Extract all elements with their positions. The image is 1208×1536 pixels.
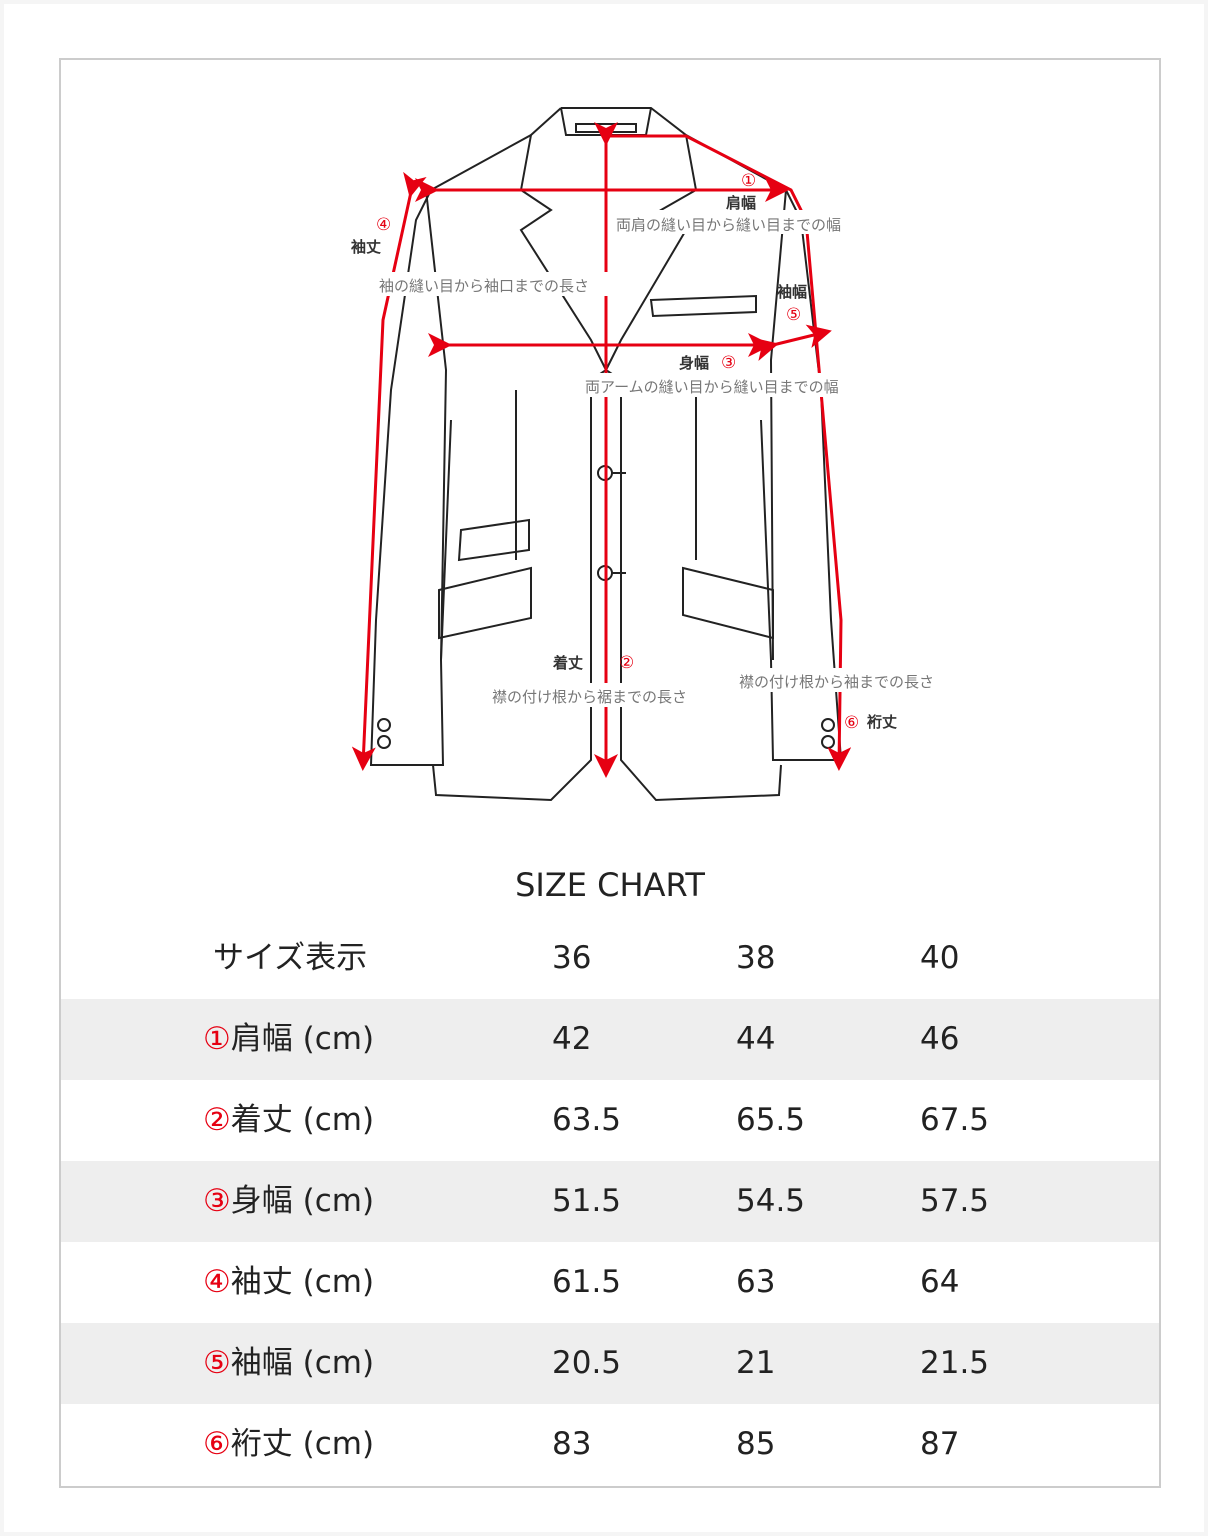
label-m4-name: 袖丈: [351, 238, 381, 256]
table-row: ④袖丈 (cm) 61.5 63 64: [61, 1242, 1159, 1323]
cell-value: 57.5: [920, 1183, 990, 1219]
label-m2-desc: 襟の付け根から裾までの長さ: [492, 688, 687, 706]
measurement-labels: ① 肩幅 両肩の縫い目から縫い目までの幅 ② 着丈 襟の付け根から裾までの長さ …: [351, 171, 961, 733]
cell-value: 67.5: [920, 1102, 990, 1138]
label-m4-num: ④: [376, 215, 391, 235]
label-m5-name: 袖幅: [777, 283, 807, 301]
arrow-sleeve-length: [351, 171, 427, 771]
label-m1-num: ①: [741, 171, 756, 191]
row-label: ⑥裄丈 (cm): [203, 1404, 374, 1485]
header-label: サイズ表示: [213, 940, 368, 976]
row-number: ⑥: [203, 1426, 231, 1462]
row-label-text: 袖幅 (cm): [230, 1345, 375, 1381]
cell-value: 44: [736, 1021, 776, 1057]
label-m1-desc: 両肩の縫い目から縫い目までの幅: [616, 216, 841, 234]
table-row: ②着丈 (cm) 63.5 65.5 67.5: [61, 1080, 1159, 1161]
row-number: ⑤: [203, 1345, 231, 1381]
cell-value: 64: [920, 1264, 960, 1300]
cell-value: 85: [736, 1426, 776, 1462]
row-label: ④袖丈 (cm): [203, 1242, 374, 1323]
label-m3-desc: 両アームの縫い目から縫い目までの幅: [585, 378, 839, 396]
cell-value: 63.5: [552, 1102, 622, 1138]
label-m6-desc: 襟の付け根から袖までの長さ: [739, 673, 934, 691]
cell-value: 46: [920, 1021, 960, 1057]
cell-value: 61.5: [552, 1264, 622, 1300]
label-m6-num: ⑥: [844, 713, 859, 733]
cell-value: 83: [552, 1426, 592, 1462]
cell-value: 21.5: [920, 1345, 990, 1381]
row-label-text: 着丈 (cm): [230, 1102, 375, 1138]
row-label: ⑤袖幅 (cm): [203, 1323, 374, 1404]
cell-value: 51.5: [552, 1183, 622, 1219]
label-m1-name: 肩幅: [726, 194, 756, 212]
cell-value: 87: [920, 1426, 960, 1462]
row-label: ①肩幅 (cm): [203, 999, 374, 1080]
row-number: ④: [203, 1264, 231, 1300]
row-number: ③: [203, 1183, 231, 1219]
cell-value: 54.5: [736, 1183, 806, 1219]
cell-value: 65.5: [736, 1102, 806, 1138]
label-m2-name: 着丈: [552, 654, 583, 672]
measurement-arrows: [351, 122, 852, 778]
label-m6-name: 裄丈: [866, 713, 897, 731]
table-row: ⑥裄丈 (cm) 83 85 87: [61, 1404, 1159, 1485]
label-m3-name: 身幅: [679, 354, 709, 372]
row-label: ③身幅 (cm): [203, 1161, 374, 1242]
row-label-text: 袖丈 (cm): [230, 1264, 375, 1300]
cell-value: 42: [552, 1021, 592, 1057]
row-label-text: 裄丈 (cm): [230, 1426, 375, 1462]
cell-value: 20.5: [552, 1345, 622, 1381]
header-size: 38: [736, 940, 776, 976]
table-row: ⑤袖幅 (cm) 20.5 21 21.5: [61, 1323, 1159, 1404]
table-header-row: サイズ表示 36 38 40: [61, 918, 1159, 999]
arrow-collar: [606, 134, 852, 771]
header-size: 40: [920, 940, 960, 976]
row-number: ②: [203, 1102, 231, 1138]
label-m3-num: ③: [721, 353, 736, 373]
label-m4-desc: 袖の縫い目から袖口までの長さ: [379, 277, 589, 295]
page: ① 肩幅 両肩の縫い目から縫い目までの幅 ② 着丈 襟の付け根から裾までの長さ …: [4, 4, 1204, 1532]
cell-value: 63: [736, 1264, 776, 1300]
jacket-diagram: ① 肩幅 両肩の縫い目から縫い目までの幅 ② 着丈 襟の付け根から裾までの長さ …: [351, 107, 961, 802]
label-m2-num: ②: [619, 653, 634, 673]
size-chart-frame: ① 肩幅 両肩の縫い目から縫い目までの幅 ② 着丈 襟の付け根から裾までの長さ …: [59, 58, 1161, 1488]
header-size: 36: [552, 940, 592, 976]
label-m5-num: ⑤: [786, 305, 801, 325]
table-row: ③身幅 (cm) 51.5 54.5 57.5: [61, 1161, 1159, 1242]
row-number: ①: [203, 1021, 231, 1057]
row-label: ②着丈 (cm): [203, 1080, 374, 1161]
size-chart-title: SIZE CHART: [515, 866, 705, 904]
arrow-sleeve-width: [752, 324, 832, 361]
row-label-text: 肩幅 (cm): [230, 1021, 375, 1057]
row-label-text: 身幅 (cm): [230, 1183, 375, 1219]
table-row: ①肩幅 (cm) 42 44 46: [61, 999, 1159, 1080]
cell-value: 21: [736, 1345, 776, 1381]
